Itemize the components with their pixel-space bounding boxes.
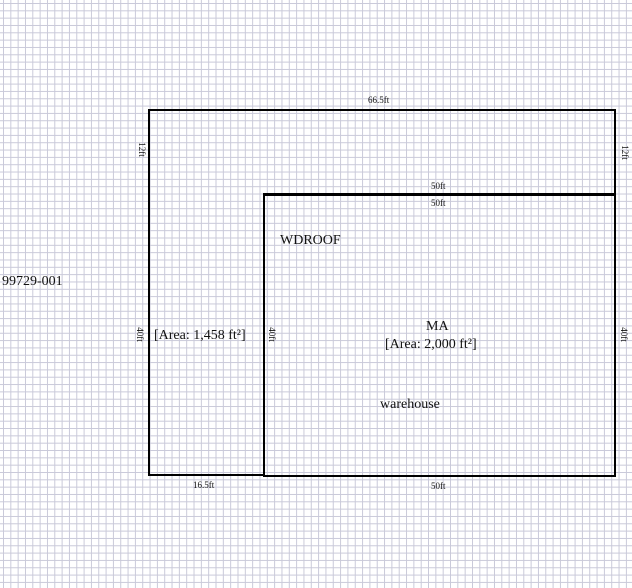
wdroof-right-upper-wall (614, 109, 616, 196)
wdroof-left-wall (148, 109, 150, 476)
wdroof-name-label: WDROOF (280, 233, 341, 248)
parcel-id-label: 99729-001 (2, 274, 63, 289)
ma-description-label: warehouse (380, 397, 440, 412)
ma-left-wall (263, 193, 265, 477)
wdroof-area-label: [Area: 1,458 ft²] (154, 329, 246, 343)
wdroof-right-inner-dimension: 40ft (266, 327, 277, 342)
ma-right-wall (614, 193, 616, 477)
ma-top-inner-dimension: 50ft (431, 198, 446, 208)
wdroof-left-upper-dimension: 12ft (136, 142, 147, 157)
ma-bottom-dimension: 50ft (431, 481, 446, 491)
wdroof-bottom-wall (148, 474, 265, 476)
ma-bottom-wall (263, 475, 616, 477)
wdroof-top-wall (148, 109, 616, 111)
ma-name-label: MA (426, 319, 449, 334)
ma-right-dimension: 40ft (618, 327, 629, 342)
ma-top-outer-dimension: 50ft (431, 181, 446, 191)
wdroof-left-dimension: 40ft (134, 327, 145, 342)
wdroof-top-dimension: 66.5ft (368, 95, 390, 105)
ma-top-wall (263, 193, 616, 196)
wdroof-right-upper-dimension: 12ft (619, 145, 630, 160)
wdroof-bottom-dimension: 16.5ft (193, 480, 215, 490)
ma-area-label: [Area: 2,000 ft²] (385, 337, 477, 352)
